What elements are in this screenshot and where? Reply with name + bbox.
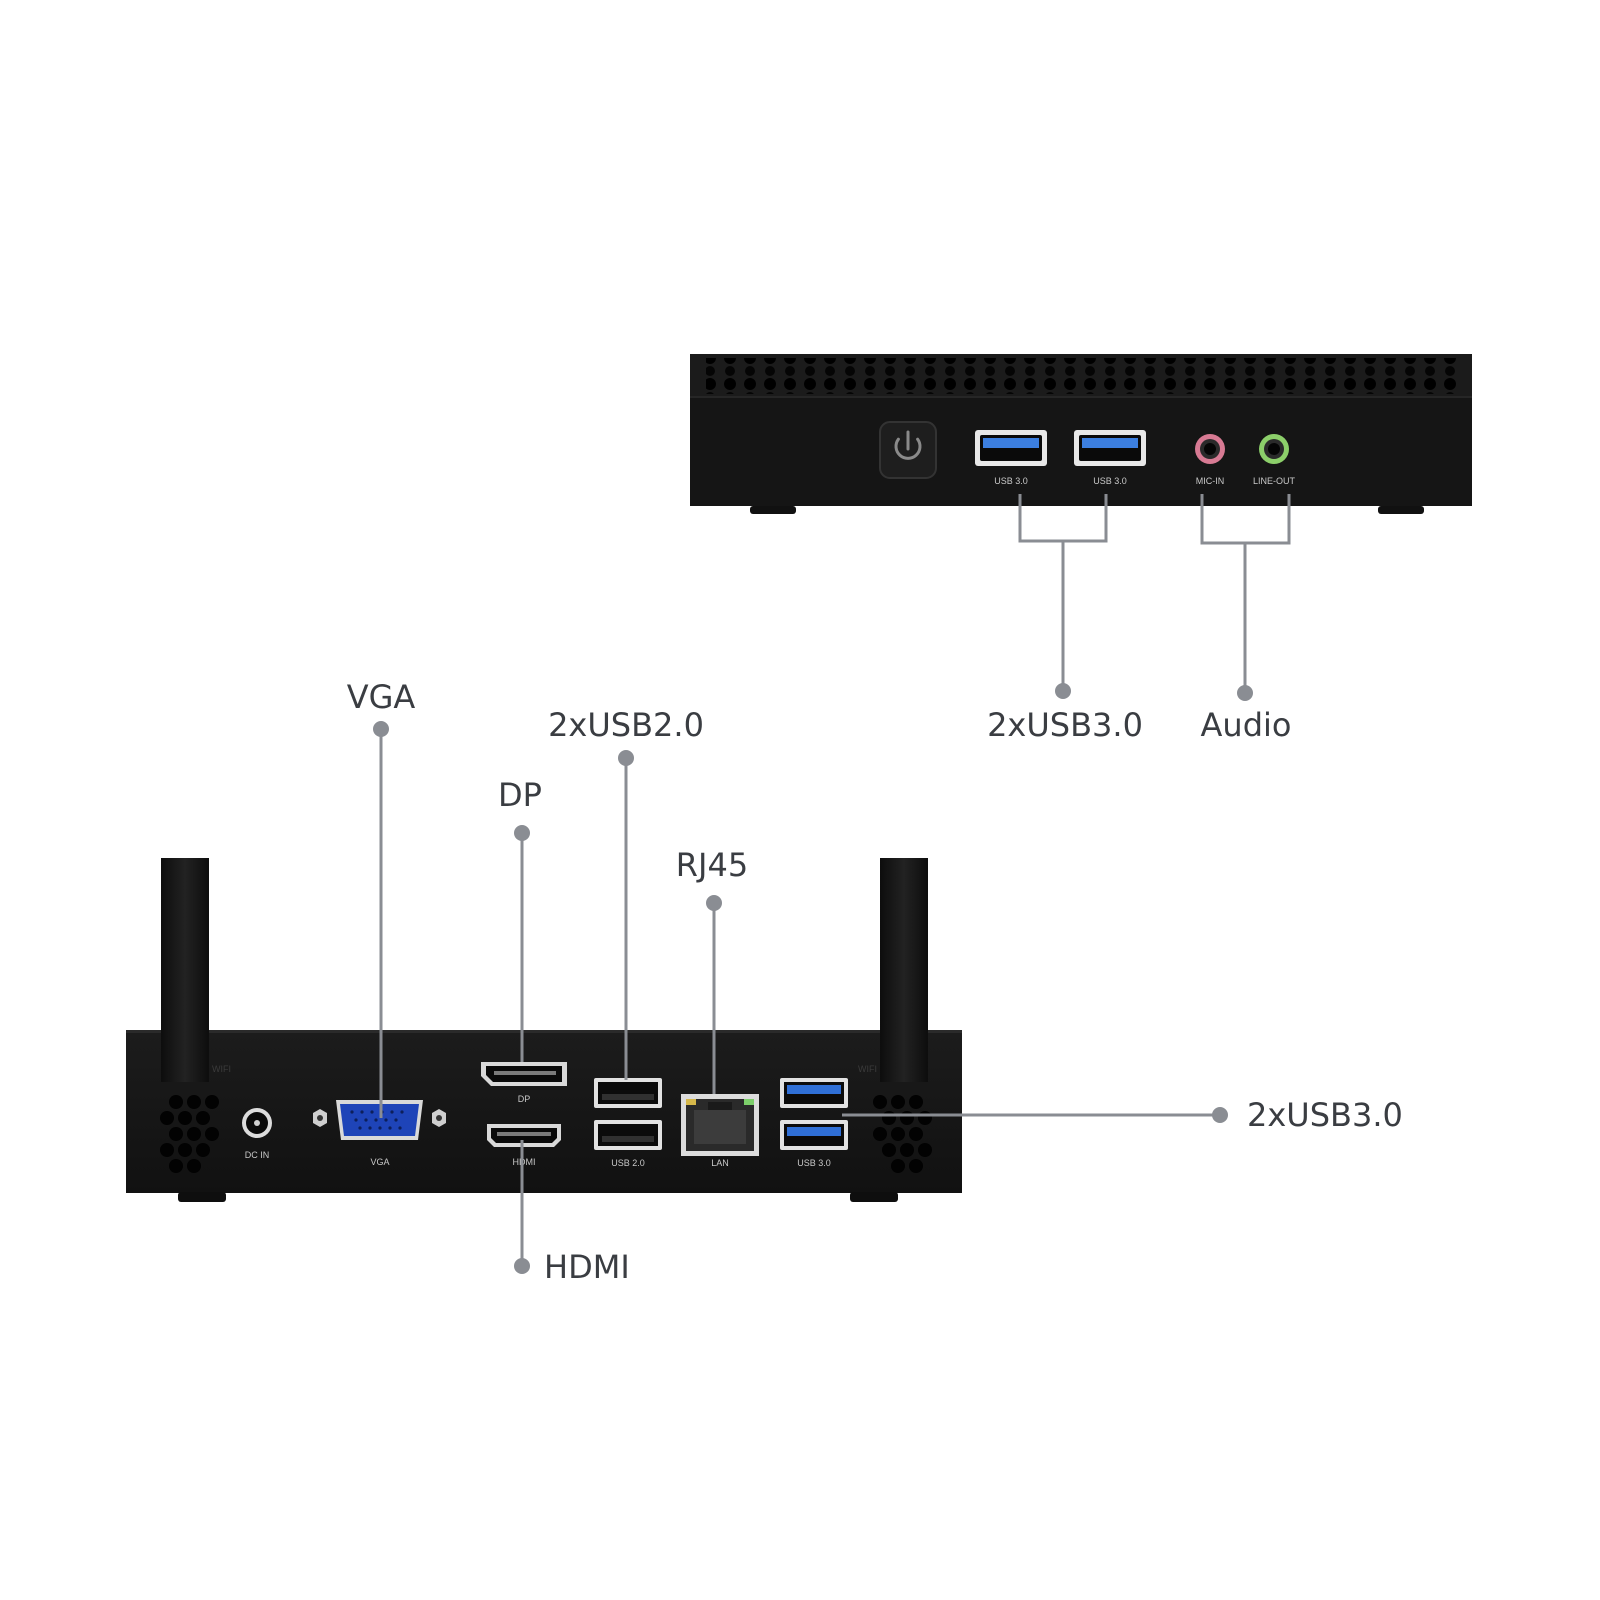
audio-leader <box>1200 494 1291 692</box>
rear-usb3-leader <box>842 1107 1228 1123</box>
front-usb-callout: 2xUSB3.0 <box>987 706 1143 744</box>
front-usb3-label-2: USB 3.0 <box>1093 476 1127 486</box>
rear-foot-right <box>850 1192 898 1202</box>
rj45-leader <box>706 895 722 1094</box>
vga-port[interactable] <box>313 1100 446 1140</box>
lan-port[interactable] <box>681 1094 759 1156</box>
audio-callout: Audio <box>1201 706 1292 744</box>
rear-usb3-port-1[interactable] <box>780 1078 848 1108</box>
displayport-port[interactable] <box>481 1062 567 1086</box>
rear-usb3-callout: 2xUSB3.0 <box>1247 1096 1403 1134</box>
hdmi-callout: HDMI <box>544 1248 630 1286</box>
dp-leader <box>514 825 530 1062</box>
front-foot-left <box>750 506 796 514</box>
front-foot-right <box>1378 506 1424 514</box>
usb3-label: USB 3.0 <box>797 1158 831 1168</box>
rear-usb2-port-2[interactable] <box>594 1120 662 1150</box>
hdmi-leader <box>514 1140 530 1274</box>
hdmi-label: HDMI <box>513 1157 536 1167</box>
front-usb3-port-2[interactable] <box>1074 430 1146 466</box>
rear-panel-device: WIFI WIFI DC IN VGA <box>126 858 962 1202</box>
mic-in-label: MIC-IN <box>1196 476 1225 486</box>
hdmi-port[interactable] <box>487 1124 561 1147</box>
front-usb-leader <box>1018 494 1108 690</box>
front-usb3-port-1[interactable] <box>975 430 1047 466</box>
audio-leader-dot <box>1237 685 1253 701</box>
rj45-callout: RJ45 <box>676 846 748 884</box>
lan-label: LAN <box>711 1158 729 1168</box>
vga-label: VGA <box>370 1157 389 1167</box>
front-usb3-label-1: USB 3.0 <box>994 476 1028 486</box>
usb2-label: USB 2.0 <box>611 1158 645 1168</box>
front-panel-device: USB 3.0 USB 3.0 MIC-IN LINE-OUT <box>690 354 1472 514</box>
vga-callout: VGA <box>347 678 416 716</box>
rear-usb3-port-2[interactable] <box>780 1120 848 1150</box>
dc-in-jack[interactable] <box>242 1108 272 1138</box>
dp-callout: DP <box>498 776 542 814</box>
dc-in-label: DC IN <box>245 1150 270 1160</box>
power-button[interactable] <box>879 421 937 479</box>
rear-vent-left <box>160 1095 219 1173</box>
line-out-jack[interactable] <box>1259 434 1289 464</box>
front-usb-leader-dot <box>1055 683 1071 699</box>
rear-foot-left <box>178 1192 226 1202</box>
dp-label: DP <box>518 1094 531 1104</box>
line-out-label: LINE-OUT <box>1253 476 1296 486</box>
wifi-label-right: WIFI <box>858 1064 877 1074</box>
power-icon <box>894 430 922 460</box>
rear-usb2-port-1[interactable] <box>594 1078 662 1108</box>
vga-leader <box>373 721 389 1118</box>
usb2-leader <box>618 750 634 1080</box>
mic-in-jack[interactable] <box>1195 434 1225 464</box>
wifi-label-left: WIFI <box>212 1064 231 1074</box>
front-vent-holes <box>706 358 1456 394</box>
usb2-callout: 2xUSB2.0 <box>548 706 704 744</box>
